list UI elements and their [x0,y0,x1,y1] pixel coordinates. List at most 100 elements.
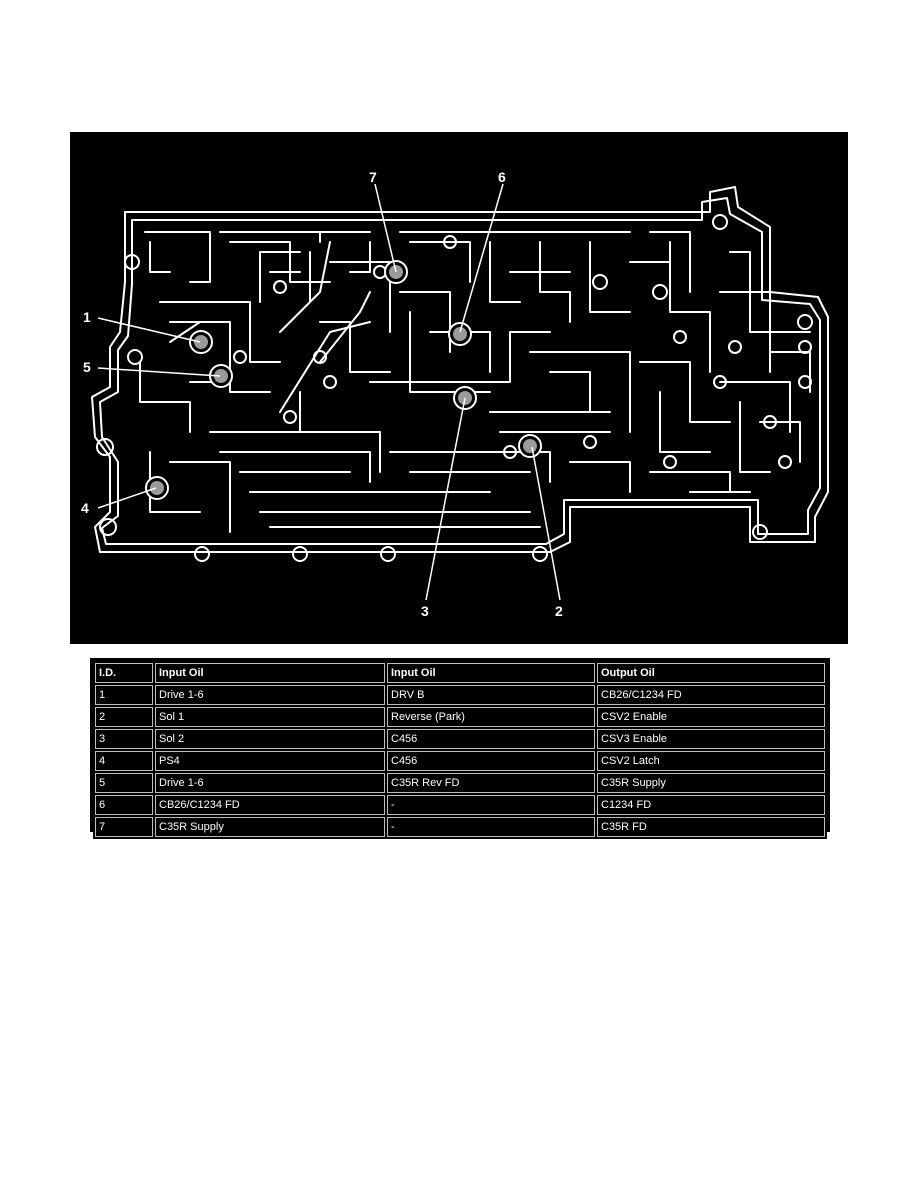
channel-path [319,291,371,363]
callout-leaders [97,183,561,601]
callout-7: 7 [369,169,377,185]
bolt-hole [313,350,327,364]
bolt-hole [273,280,287,294]
channel-path [739,401,771,473]
channel-path [369,331,551,383]
table-cell: 3 [95,729,153,749]
channel-path [219,451,371,483]
header-id: I.D. [95,663,153,683]
callout-2: 2 [555,603,563,619]
table-cell: 1 [95,685,153,705]
checkball [523,439,537,453]
channel-path [279,321,371,413]
bolt-hole [797,314,813,330]
table-cell: C456 [387,751,595,771]
bolt-hole [583,435,597,449]
channel-path [759,421,801,463]
channel-path [159,301,281,363]
checkball [194,335,208,349]
channel-path [549,371,591,413]
channel-path [229,241,331,283]
channel-path [719,291,771,373]
table-cell: Sol 1 [155,707,385,727]
table-cell: C35R Supply [155,817,385,837]
bolt-hole [532,546,548,562]
callout-5: 5 [83,359,91,375]
bolt-hole [194,546,210,562]
bolt-holes [96,214,813,562]
table-cell: 4 [95,751,153,771]
bolt-hole [673,330,687,344]
channel-path [169,461,231,533]
table-cell: CSV2 Latch [597,751,825,771]
table-cell: C35R FD [597,817,825,837]
valve-body-illustration: 7 6 1 5 4 3 2 [81,169,829,619]
callout-6: 6 [498,169,506,185]
bolt-hole [798,375,812,389]
bolt-hole [283,410,297,424]
channel-path [149,451,201,513]
checkball-locations [145,260,542,500]
table-cell: C456 [387,729,595,749]
bolt-hole [99,518,117,536]
table-header-row: I.D. Input Oil Input Oil Output Oil [95,663,825,683]
table-cell: CSV2 Enable [597,707,825,727]
channel-path [409,241,471,283]
valve-body-outline [91,186,829,553]
channel-path [169,321,231,343]
channel-path [139,361,191,433]
bolt-hole [728,340,742,354]
channel-path [529,351,631,433]
table-cell: Sol 2 [155,729,385,749]
table-cell: Drive 1-6 [155,773,385,793]
channel-path [389,451,551,483]
channel-path [144,231,211,283]
bolt-hole [292,546,308,562]
bolt-hole [380,546,396,562]
channel-path [489,241,521,303]
channel-path [569,461,631,493]
callout-3: 3 [421,603,429,619]
bolt-hole [96,438,114,456]
table-cell: - [387,795,595,815]
table-cell: 2 [95,707,153,727]
header-input-oil-2: Input Oil [387,663,595,683]
channel-path [639,361,731,423]
channel-path [299,391,381,473]
bolt-hole [652,284,668,300]
bolt-hole [663,455,677,469]
channel-path [149,241,171,273]
table-cell: PS4 [155,751,385,771]
table-cell: C35R Supply [597,773,825,793]
channel-path [539,241,571,323]
bolt-hole [503,445,517,459]
table-cell: 7 [95,817,153,837]
channel-path [649,231,691,293]
header-input-oil-1: Input Oil [155,663,385,683]
channel-path [349,241,371,273]
channel-path [319,321,391,373]
table-cell: - [387,817,595,837]
table-cell: 5 [95,773,153,793]
table-cell: 6 [95,795,153,815]
channel-path [649,471,731,493]
bolt-hole [752,524,768,540]
channel-path [719,381,791,433]
table-cell: Reverse (Park) [387,707,595,727]
bolt-hole [763,415,777,429]
callout-4: 4 [81,500,89,516]
oil-channels [139,231,811,533]
bolt-hole [323,375,337,389]
table-cell: DRV B [387,685,595,705]
valve-body-diagram: 7 6 1 5 4 3 2 [70,132,848,644]
table-cell: C1234 FD [597,795,825,815]
table-cell: CB26/C1234 FD [155,795,385,815]
